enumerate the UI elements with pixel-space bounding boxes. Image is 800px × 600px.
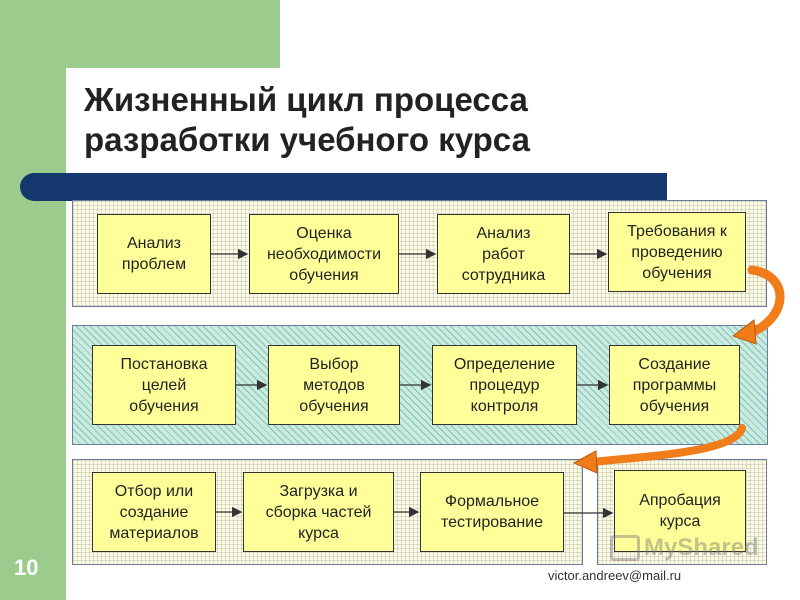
presentation-icon <box>610 535 640 561</box>
orange-curved-arrow-row1-row2 <box>743 265 785 339</box>
watermark: MyShared <box>610 534 759 562</box>
slide-number: 10 <box>14 555 39 580</box>
box-learning-objectives[interactable]: Постановка целей обучения <box>92 345 236 425</box>
box-job-analysis[interactable]: Анализ работ сотрудника <box>437 214 570 294</box>
box-training-needs-assessment[interactable]: Оценка необходимости обучения <box>249 214 399 294</box>
box-training-requirements[interactable]: Требования к проведению обучения <box>608 212 746 292</box>
top-accent-band <box>66 0 280 68</box>
box-program-creation[interactable]: Создание программы обучения <box>609 345 740 425</box>
orange-arrowhead-row1-row2 <box>731 319 757 345</box>
slide-title: Жизненный цикл процесса разработки учебн… <box>84 80 530 160</box>
title-line-1: Жизненный цикл процесса <box>84 81 528 118</box>
orange-arrowhead-row2-row3 <box>572 450 598 474</box>
title-line-2: разработки учебного курса <box>84 121 530 158</box>
box-formal-testing[interactable]: Формальное тестирование <box>420 472 564 552</box>
orange-curved-arrow-row2-row3 <box>588 424 746 466</box>
watermark-text: MyShared <box>644 534 759 561</box>
box-method-selection[interactable]: Выбор методов обучения <box>268 345 400 425</box>
left-accent-band <box>0 0 66 600</box>
box-course-assembly[interactable]: Загрузка и сборка частей курса <box>243 472 394 552</box>
author-email: victor.andreev@mail.ru <box>548 568 682 583</box>
box-problem-analysis[interactable]: Анализ проблем <box>97 214 211 294</box>
title-underline-bar <box>20 173 667 201</box>
box-control-procedures[interactable]: Определение процедур контроля <box>432 345 577 425</box>
box-material-selection[interactable]: Отбор или создание материалов <box>92 472 216 552</box>
